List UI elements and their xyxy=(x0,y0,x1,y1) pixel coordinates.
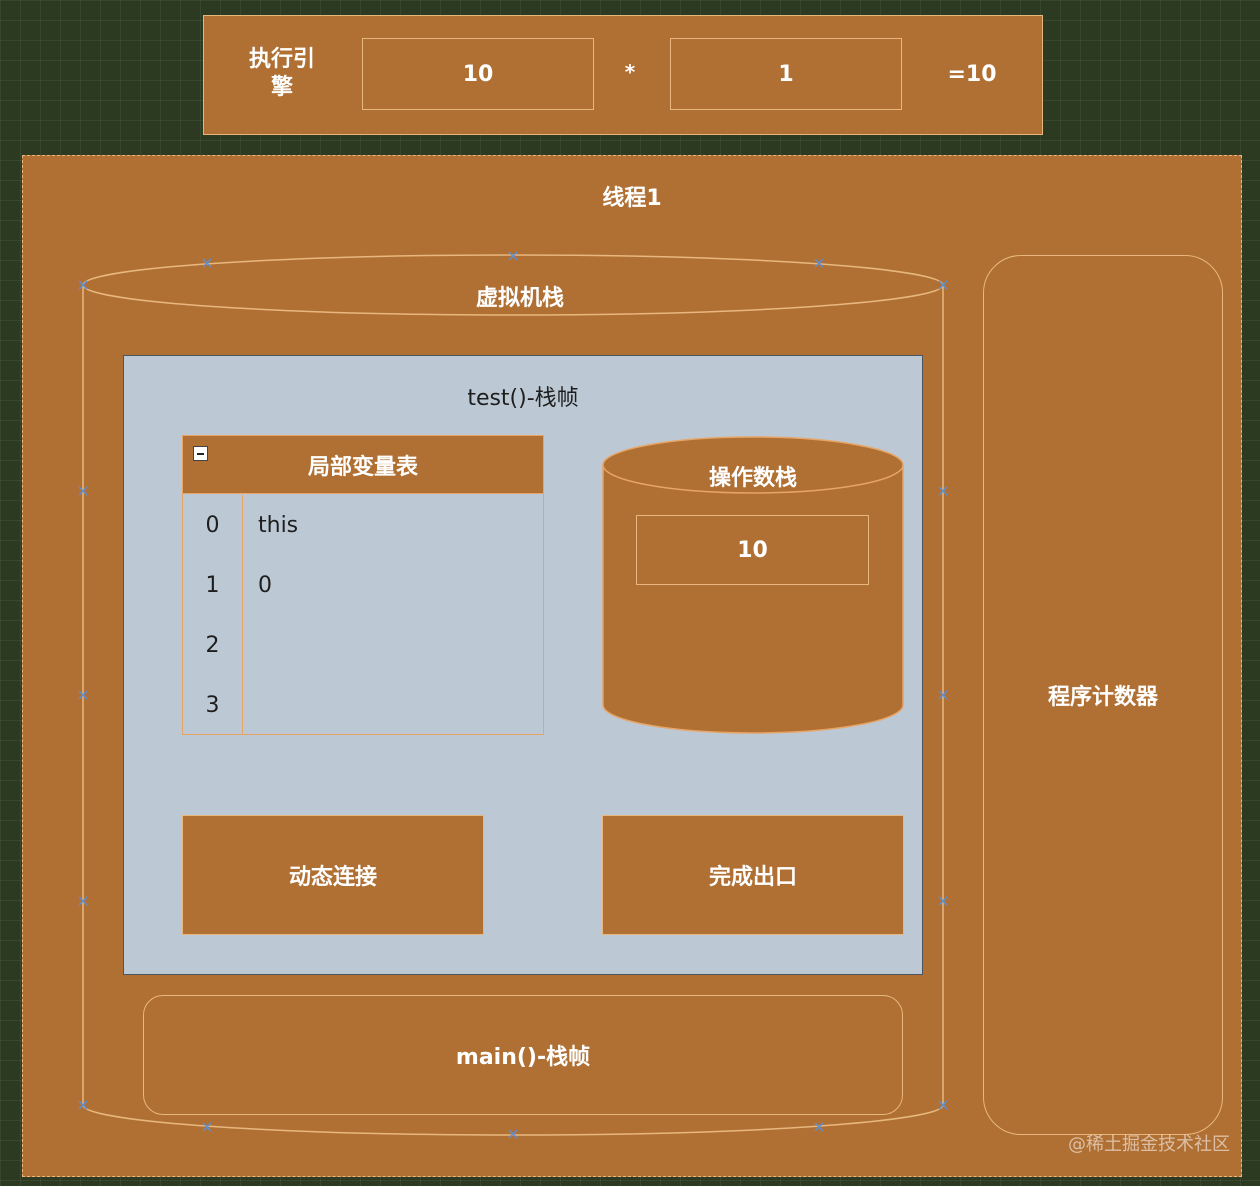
operand-stack-body xyxy=(602,436,904,734)
execution-engine-label: 执行引 擎 xyxy=(232,44,332,104)
local-variable-table-header: 局部变量表 xyxy=(183,436,543,494)
resize-handle-icon[interactable] xyxy=(938,486,948,496)
resize-handle-icon[interactable] xyxy=(508,1129,518,1139)
resize-handle-icon[interactable] xyxy=(938,896,948,906)
collapse-icon[interactable] xyxy=(193,446,208,461)
test-stack-frame-title: test()-栈帧 xyxy=(467,386,579,411)
resize-handle-icon[interactable] xyxy=(78,486,88,496)
local-variable-table-divider xyxy=(242,495,243,735)
engine-operand-1: 10 xyxy=(362,38,594,110)
dynamic-linking-box: 动态连接 xyxy=(182,815,484,935)
engine-operator: * xyxy=(624,60,636,84)
engine-operand-2: 1 xyxy=(670,38,902,110)
resize-handle-icon[interactable] xyxy=(938,690,948,700)
resize-handle-icon[interactable] xyxy=(508,251,518,261)
main-stack-frame: main()-栈帧 xyxy=(143,995,903,1115)
lvt-index-cell: 3 xyxy=(205,692,220,718)
operand-stack-title: 操作数栈 xyxy=(708,466,797,491)
return-address-box: 完成出口 xyxy=(602,815,904,935)
resize-handle-icon[interactable] xyxy=(78,1100,88,1110)
engine-result: =10 xyxy=(947,61,997,87)
lvt-value-cell: 0 xyxy=(258,572,272,598)
execution-engine-panel xyxy=(203,15,1043,135)
thread-title: 线程1 xyxy=(602,186,662,211)
resize-handle-icon[interactable] xyxy=(814,258,824,268)
resize-handle-icon[interactable] xyxy=(202,1122,212,1132)
operand-stack-rim xyxy=(602,464,904,494)
program-counter: 程序计数器 xyxy=(983,255,1223,1135)
local-variable-table xyxy=(182,435,544,735)
resize-handle-icon[interactable] xyxy=(814,1122,824,1132)
execution-engine-label-line2: 擎 xyxy=(270,75,293,100)
resize-handle-icon[interactable] xyxy=(938,1100,948,1110)
watermark: @稀土掘金技术社区 xyxy=(1068,1134,1230,1155)
resize-handle-icon[interactable] xyxy=(938,280,948,290)
execution-engine-label-line1: 执行引 xyxy=(248,47,315,72)
resize-handle-icon[interactable] xyxy=(78,690,88,700)
lvt-value-cell: this xyxy=(258,512,299,538)
operand-stack-item: 10 xyxy=(636,515,869,585)
lvt-index-cell: 2 xyxy=(205,632,220,658)
resize-handle-icon[interactable] xyxy=(78,280,88,290)
resize-handle-icon[interactable] xyxy=(78,896,88,906)
lvt-index-cell: 1 xyxy=(205,572,220,598)
lvt-index-cell: 0 xyxy=(205,512,220,538)
vm-stack-title: 虚拟机栈 xyxy=(475,286,564,311)
resize-handle-icon[interactable] xyxy=(202,258,212,268)
